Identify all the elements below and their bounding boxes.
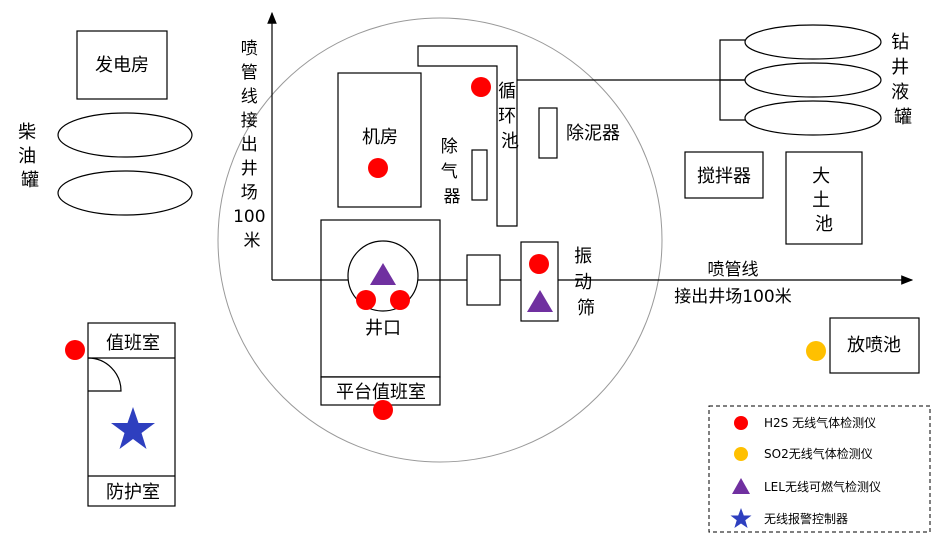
drilling-fluid-tank-label: 钻 井 液 罐 (891, 32, 915, 128)
legend: H2S 无线气体检测仪 SO2无线气体检测仪 LEL无线可燃气检测仪 无线报警控… (708, 405, 931, 533)
h2s-sensor-wellhead-left (356, 290, 376, 310)
sensors (65, 77, 826, 449)
earth-pit-box (785, 151, 863, 245)
platform-duty-room-label: 平台值班室 (336, 382, 426, 403)
engine-room-box (337, 72, 422, 208)
h2s-sensor-shaker (529, 254, 549, 274)
generator-room-label: 发电房 (95, 55, 149, 76)
degasser-box (471, 149, 488, 201)
flare-pit-label: 放喷池 (847, 335, 901, 356)
flare-pit-box (829, 317, 920, 374)
lel-sensor-shaker (527, 290, 553, 312)
legend-yellow-dot-icon (734, 447, 748, 461)
drilling-fluid-tank-1 (744, 24, 882, 60)
legend-label-lel: LEL无线可燃气检测仪 (764, 479, 881, 494)
degasser-label: 除 气 器 (441, 137, 463, 207)
blowout-line-vertical-label: 喷 管 线 接 出 井 场 100 米 (233, 39, 271, 251)
door-swing (87, 357, 122, 392)
wellsite-boundary-circle (217, 17, 663, 463)
diesel-tank-1 (57, 112, 193, 158)
protection-room-label: 防护室 (106, 482, 160, 503)
engine-room-label: 机房 (362, 127, 398, 148)
legend-label-h2s: H2S 无线气体检测仪 (764, 415, 876, 430)
generator-room-box (76, 30, 168, 100)
mud-tank-box (466, 254, 501, 306)
h2s-sensor-engine-room (368, 158, 388, 178)
legend-label-so2: SO2无线气体检测仪 (764, 446, 873, 461)
blowout-line-horizontal-label-1: 喷管线 (708, 260, 759, 280)
mixer-box (684, 151, 764, 199)
legend-purple-triangle-icon (732, 478, 750, 494)
drilling-fluid-tank-2 (744, 62, 882, 98)
desander-label: 除泥器 (566, 123, 620, 144)
circulation-tank-shape (417, 45, 518, 227)
duty-room-label: 值班室 (106, 333, 160, 354)
mixer-label: 搅拌器 (697, 166, 751, 187)
legend-label-controller: 无线报警控制器 (764, 511, 848, 526)
diesel-tank-label: 柴 油 罐 (18, 122, 42, 191)
circulation-tank-label: 循 环 池 (498, 81, 522, 152)
h2s-sensor-circulation (471, 77, 491, 97)
h2s-sensor-duty-room (65, 340, 85, 360)
lel-sensor-wellhead (370, 263, 396, 285)
diesel-tank-2 (57, 170, 193, 216)
drilling-fluid-tank-3 (744, 100, 882, 136)
h2s-sensor-wellhead-right (390, 290, 410, 310)
shale-shaker-label: 振 动 筛 (574, 246, 598, 319)
wellhead-label: 井口 (365, 318, 401, 339)
so2-sensor-flare-pit (806, 341, 826, 361)
fluid-pipe-branches (719, 39, 745, 121)
h2s-sensor-platform-duty (373, 400, 393, 420)
earth-pit-label: 大 土 池 (812, 166, 836, 235)
legend-red-dot-icon (734, 416, 748, 430)
alarm-controller-star (111, 407, 155, 449)
desander-box (538, 107, 558, 159)
legend-blue-star-icon (730, 508, 752, 528)
blowout-line-horizontal-label-2: 接出井场100米 (674, 287, 791, 307)
